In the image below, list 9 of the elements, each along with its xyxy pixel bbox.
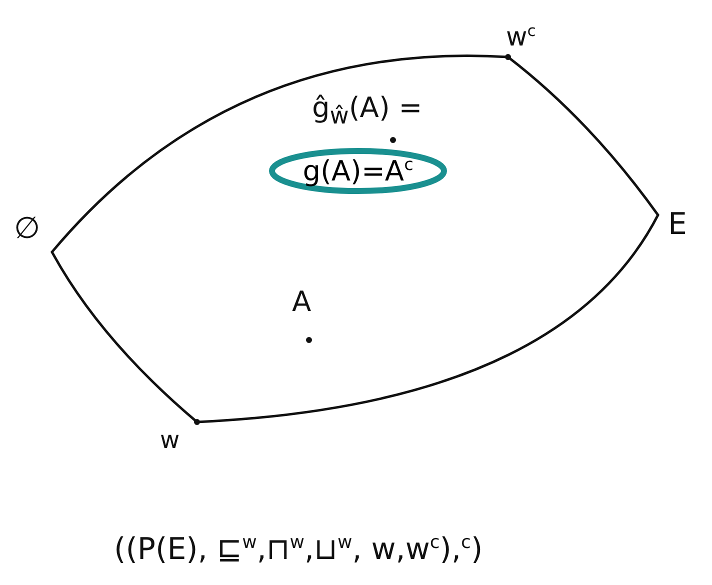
- point-label: A: [292, 288, 312, 316]
- corner-label: E: [668, 210, 687, 240]
- corner-label: ∅: [14, 214, 40, 244]
- formula-text: ((P(E), ⊑$^{w}$,⊓$^{w}$,⊔$^{w}$, w,w$^{c}$),$^{c}$): [114, 534, 483, 565]
- formula-text: g(A)=A$^{c}$: [302, 156, 414, 186]
- corner-label: w: [160, 428, 180, 452]
- formula-text: ĝ$_{ŵ}$(A) =: [312, 94, 422, 128]
- corner-label: w$^{c}$: [506, 24, 536, 51]
- highlight-ellipse: [268, 147, 448, 195]
